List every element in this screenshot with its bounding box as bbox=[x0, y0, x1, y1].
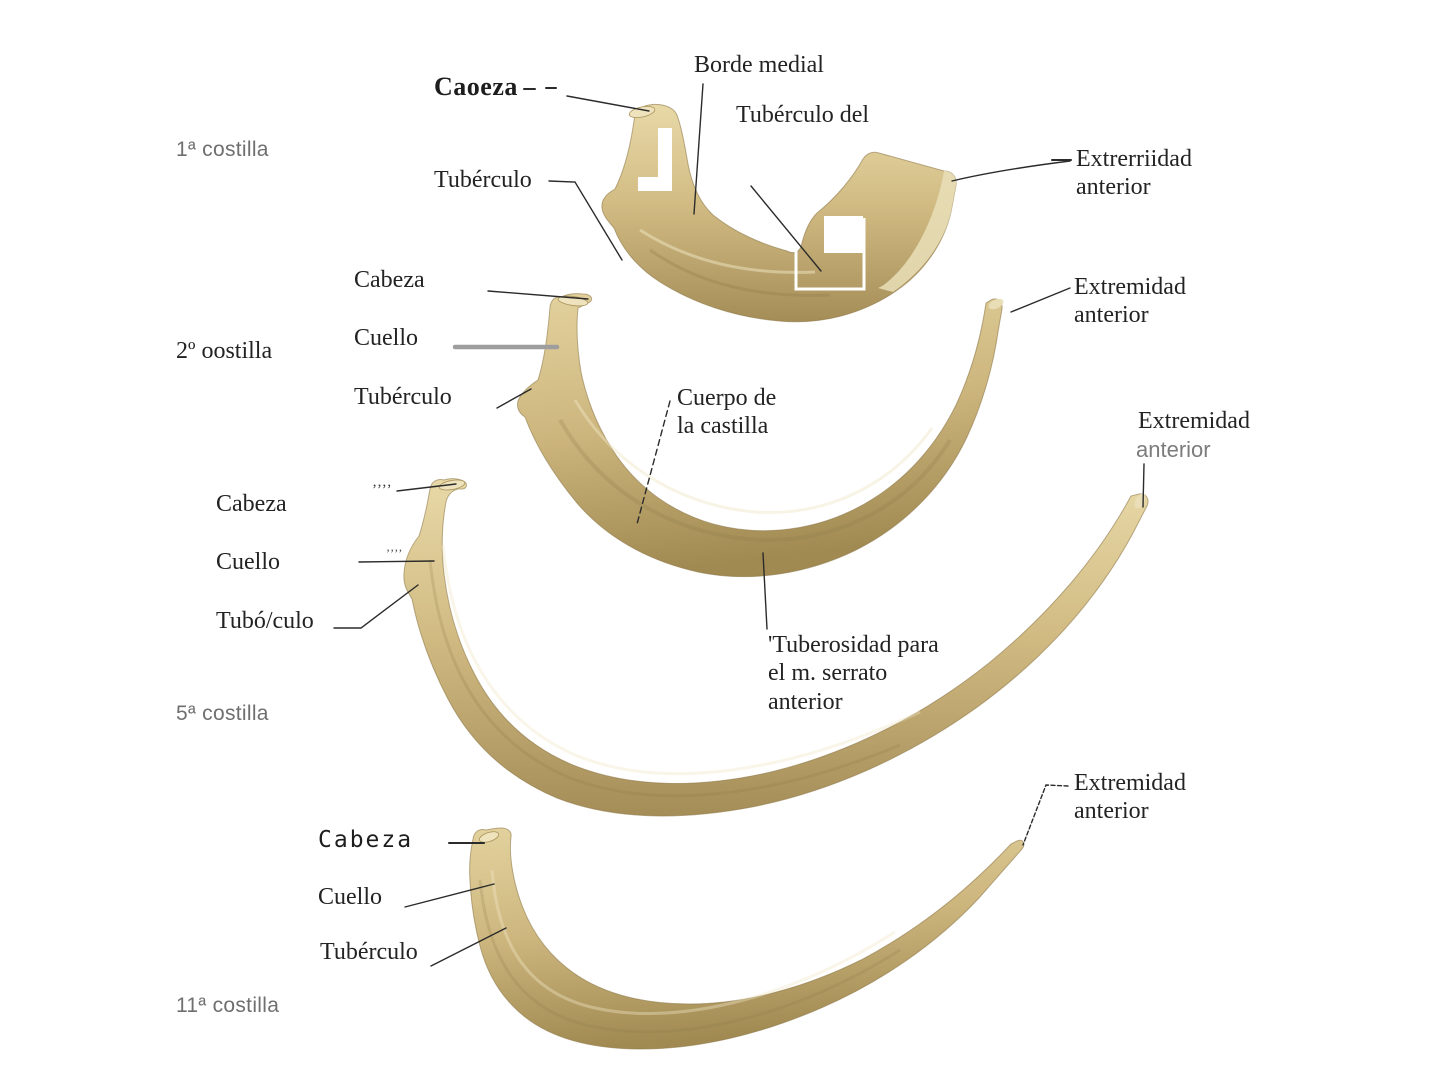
rib11-cabeza-label: Cabeza bbox=[318, 827, 414, 853]
rib1-group bbox=[601, 103, 957, 323]
rib2-extremidad-label: Extremidad anterior bbox=[1074, 274, 1186, 329]
rib2-bone bbox=[517, 293, 1003, 578]
leader-rib2-extremidad bbox=[1010, 287, 1071, 313]
rib1-end-facet bbox=[878, 171, 957, 292]
rib1-white-square bbox=[824, 216, 863, 253]
rib11-cuello-label: Cuello bbox=[318, 884, 382, 910]
leader-rib5-cabeza bbox=[396, 483, 457, 492]
rib5-extremidad-label-line1: Extremidad bbox=[1138, 408, 1250, 434]
rib2-cuello-label: Cuello bbox=[354, 325, 418, 351]
rib1-white-mark-vertical bbox=[658, 128, 672, 181]
rib1-texture-highlight bbox=[639, 228, 816, 274]
tuberosidad-label: 'Tuberosidad para el m. serrato anterior bbox=[768, 632, 939, 715]
rib2-group bbox=[517, 293, 1004, 578]
rib1-extremidad-label: Extrerriidad anterior bbox=[1076, 146, 1192, 201]
leader-tuberosidad bbox=[762, 552, 768, 630]
rib11-group bbox=[469, 827, 1025, 1050]
rib1-white-outline-box bbox=[794, 206, 866, 291]
rib11-row-label: 11ª costilla bbox=[176, 994, 280, 1017]
leader-rib5-extremidad bbox=[1142, 463, 1145, 508]
rib11-tuberculo-label: Tubérculo bbox=[320, 939, 418, 965]
rib1-bone bbox=[601, 103, 957, 323]
cuerpo-label: Cuerpo de la castilla bbox=[677, 385, 777, 440]
leader-rib11-extremidad bbox=[1022, 784, 1069, 846]
rib5-cabeza-label: Cabeza bbox=[216, 491, 287, 517]
leader-rib1-extremidad bbox=[951, 160, 1071, 182]
rib11-bone bbox=[469, 827, 1025, 1050]
rib5-bone bbox=[403, 478, 1149, 817]
rib5-tuberculo-label: Tubó/culo bbox=[216, 608, 314, 634]
leader-rib2-cabeza bbox=[487, 290, 589, 300]
leader-tuberculo-del bbox=[750, 185, 822, 272]
rib1-texture-shadow bbox=[649, 248, 831, 297]
leader-rib11-cuello bbox=[404, 883, 495, 908]
rib11-extremidad-label: Extremidad anterior bbox=[1074, 770, 1186, 825]
leader-borde-medial bbox=[693, 83, 704, 215]
rib2-row-label: 2º oostilla bbox=[176, 338, 273, 364]
rib1-cabeza-label: Caoeza bbox=[434, 72, 518, 101]
rib2-tuberculo-label: Tubérculo bbox=[354, 384, 452, 410]
rib5-row-label: 5ª costilla bbox=[176, 702, 269, 725]
leader-rib11-tuberculo bbox=[430, 927, 507, 967]
leader-rib5-tuberculo bbox=[333, 584, 419, 629]
rib11-texture-highlight bbox=[490, 869, 896, 1016]
rib1-tuberculo-del-label: Tubérculo del bbox=[736, 102, 870, 128]
rib1-tuberculo-label: Tubérculo bbox=[434, 167, 532, 193]
rib5-cuello-label: Cuello bbox=[216, 549, 280, 575]
rib5-texture-shadow bbox=[428, 559, 901, 798]
rib5-cabeza-tick-marks: ’’’’ bbox=[372, 482, 393, 498]
rib2-texture-highlight bbox=[573, 399, 934, 514]
rib1-borde-medial-label: Borde medial bbox=[694, 52, 824, 78]
leader-lines bbox=[333, 83, 1145, 967]
leader-caoeza bbox=[566, 95, 650, 112]
rib5-extremidad-label-line2: anterior bbox=[1136, 437, 1211, 462]
rib11-texture-shadow bbox=[478, 879, 901, 1034]
rib2-cabeza-label: Cabeza bbox=[354, 267, 425, 293]
rib11-head-facet bbox=[478, 831, 500, 843]
rib2-texture-shadow bbox=[558, 419, 952, 543]
rib2-tip-facet bbox=[988, 298, 1004, 310]
rib1-row-label: 1ª costilla bbox=[176, 138, 269, 161]
rib5-texture-highlight bbox=[441, 544, 921, 776]
rib5-group bbox=[403, 478, 1149, 817]
leader-rib5-cuello bbox=[358, 560, 435, 563]
leader-rib1-tuberculo bbox=[548, 180, 623, 261]
leader-cuerpo bbox=[636, 400, 671, 525]
leader-rib2-tuberculo bbox=[496, 388, 532, 409]
rib5-cuello-tick-marks: ’’’’ bbox=[386, 546, 404, 560]
rib1-white-mark-foot bbox=[638, 177, 672, 191]
